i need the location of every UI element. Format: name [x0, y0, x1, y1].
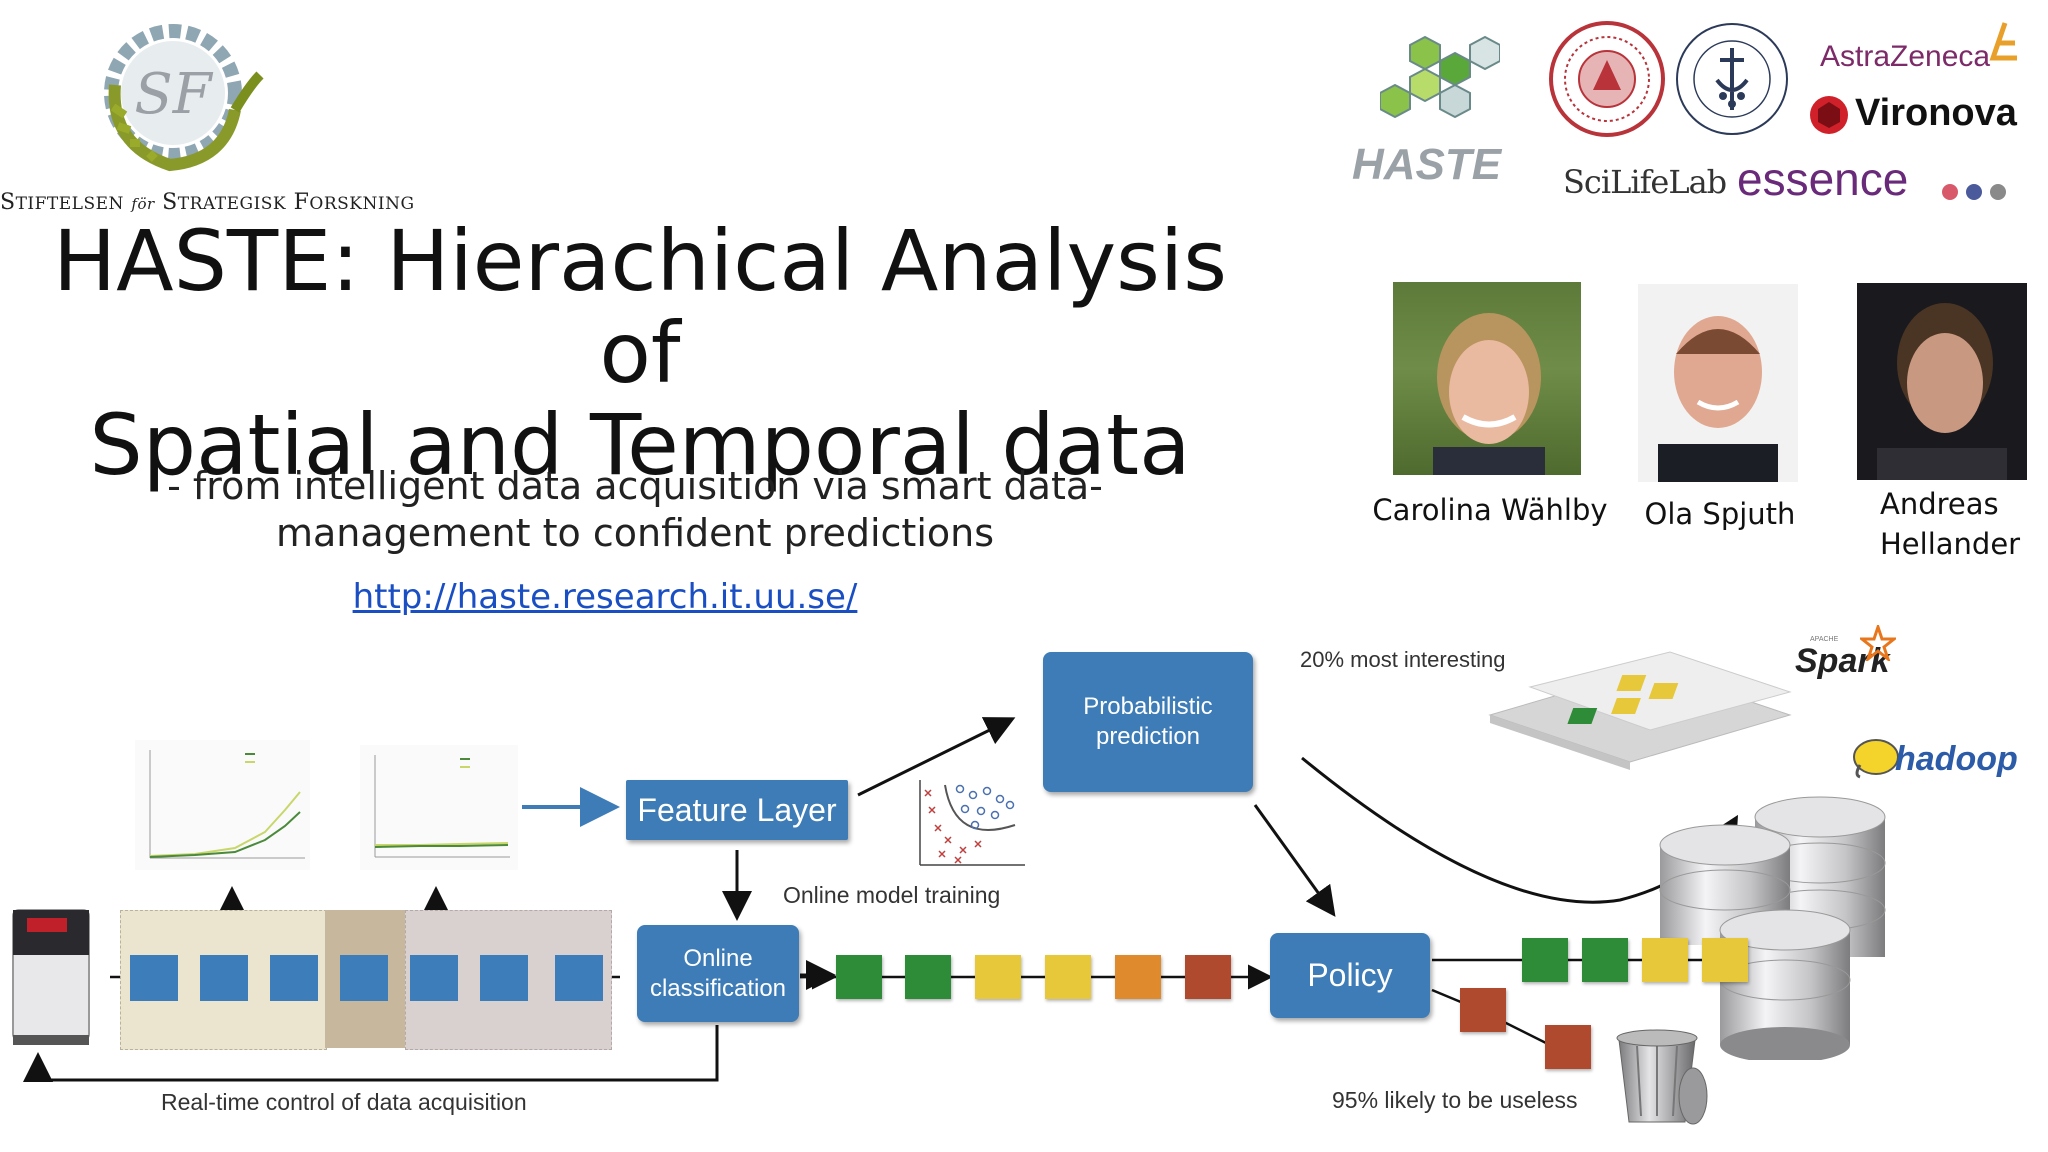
feature-layer-box: Feature Layer	[626, 780, 848, 840]
online-model-training-label: Online model training	[783, 882, 1001, 908]
page-title: HASTE: Hierachical Analysis of Spatial a…	[0, 215, 1280, 491]
person-name-ola: Ola Spjuth	[1644, 497, 1796, 531]
svg-text:SF: SF	[134, 62, 213, 127]
small-logos-icon	[1942, 184, 2006, 200]
photo-andreas	[1857, 283, 2027, 480]
astrazeneca-logo: AstraZeneca	[1820, 40, 1991, 73]
subtitle: - from intelligent data acquisition via …	[80, 463, 1190, 557]
subtitle-line-1: - from intelligent data acquisition via …	[167, 464, 1103, 508]
likely-useless-label: 95% likely to be useless	[1332, 1087, 1578, 1113]
discarded-sample-red-2	[1545, 1025, 1591, 1069]
vironova-logo: Vironova	[1855, 92, 2017, 134]
essence-logo: essence	[1737, 153, 1909, 205]
sff-name: STIFTELSEN för STRATEGISK FORSKNING	[0, 190, 415, 215]
astrazeneca-swirl-icon	[1989, 22, 2017, 61]
stockholm-seal	[1676, 23, 1788, 135]
probabilistic-prediction-box: Probabilistic prediction	[1043, 652, 1253, 792]
classified-sample-green-1	[836, 955, 882, 999]
growth-curve-chart-1	[135, 740, 310, 870]
probabilistic-label-1: Probabilistic	[1083, 693, 1213, 720]
growth-curve-chart-2	[360, 745, 518, 870]
feedback-loop	[23, 1025, 719, 1082]
photo-carolina	[1393, 282, 1581, 475]
trash-can-icon	[1616, 1029, 1708, 1125]
microscope-icon	[12, 909, 90, 1045]
title-line-1: HASTE: Hierachical Analysis of	[52, 212, 1228, 402]
feature-layer-label: Feature Layer	[637, 791, 837, 828]
person-name-carolina: Carolina Wählby	[1372, 493, 1608, 527]
subtitle-line-2: management to confident predictions	[275, 511, 995, 555]
online-classification-box: Online classification	[637, 925, 799, 1022]
discarded-sample-red-1	[1460, 988, 1506, 1032]
scatter-plot-icon	[919, 780, 1025, 866]
uppsala-seal	[1549, 21, 1665, 137]
realtime-control-label: Real-time control of data acquisition	[161, 1089, 527, 1115]
spark-small-label: APACHE	[1810, 636, 1839, 643]
photo-ola	[1638, 284, 1798, 482]
acquisition-sample-3	[270, 955, 318, 1001]
scilifelab-logo: SciLifeLab	[1563, 163, 1727, 201]
acquisition-sample-5	[410, 955, 458, 1001]
acquisition-sample-2	[200, 955, 248, 1001]
kept-sample-yellow-2	[1702, 938, 1748, 982]
person-name-andreas: Andreas Hellander	[1880, 487, 2021, 561]
kept-sample-green-1	[1522, 938, 1568, 982]
acquisition-sample-7	[555, 955, 603, 1001]
storage-layers	[1488, 651, 1792, 770]
most-interesting-label: 20% most interesting	[1300, 647, 1506, 672]
online-classification-label-1: Online	[683, 944, 753, 972]
online-classification-label-2: classification	[649, 974, 787, 1002]
project-url-link[interactable]: http://haste.research.it.uu.se/	[352, 577, 858, 617]
policy-box: Policy	[1270, 933, 1430, 1018]
spark-logo: Spark	[1795, 642, 1890, 680]
hadoop-logo: hadoop	[1895, 740, 2018, 778]
classified-sample-green-2	[905, 955, 951, 999]
kept-sample-yellow-1	[1642, 938, 1688, 982]
acquisition-sample-1	[130, 955, 178, 1001]
acquisition-sample-4	[340, 955, 388, 1001]
acquisition-sample-6	[480, 955, 528, 1001]
vironova-icon	[1810, 96, 1848, 134]
policy-label: Policy	[1307, 957, 1393, 993]
kept-sample-green-2	[1582, 938, 1628, 982]
haste-logo-text: HASTE	[1352, 140, 1502, 189]
hadoop-elephant-icon	[1853, 739, 1899, 779]
probabilistic-label-2: prediction	[1095, 723, 1201, 750]
spark-star-icon	[1860, 625, 1896, 661]
title-line-2: Spatial and Temporal data	[89, 396, 1191, 494]
haste-hexagon-logo	[1380, 35, 1500, 119]
classified-sample-yellow-1	[975, 955, 1021, 999]
classified-sample-red	[1185, 955, 1231, 999]
classified-sample-orange	[1115, 955, 1161, 999]
sff-gear-logo: SF	[104, 24, 264, 172]
classified-sample-yellow-2	[1045, 955, 1091, 999]
